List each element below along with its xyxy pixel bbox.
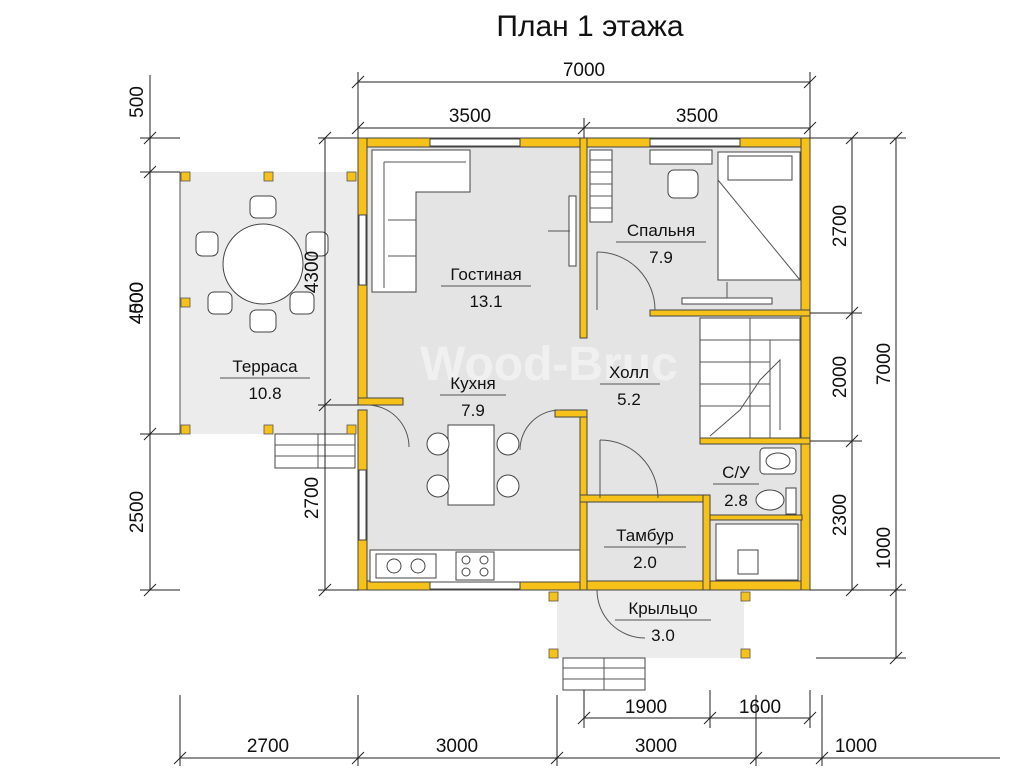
- watermark: Wood-Bruc: [420, 338, 678, 391]
- room-name: Тамбур: [616, 526, 674, 545]
- dim-left-2500: 2500: [127, 491, 148, 533]
- dimension-lines: [140, 72, 1000, 766]
- dim-bottom-1000: 1000: [835, 736, 877, 757]
- room-name: Кухня: [450, 374, 496, 393]
- dim-right-2700: 2700: [830, 205, 851, 247]
- bed: [717, 151, 801, 281]
- room-area: 10.8: [248, 384, 281, 403]
- porch-steps: [562, 657, 646, 691]
- dim-inner-2700: 2700: [302, 477, 323, 519]
- dim-bottom-2700: 2700: [247, 736, 289, 757]
- kitchen-counter: [369, 549, 581, 583]
- room-name: Спальня: [627, 221, 695, 240]
- room-area: 3.0: [651, 626, 675, 645]
- room-name: С/У: [722, 463, 750, 482]
- dim-bottom-3000-b: 3000: [635, 736, 677, 757]
- dim-inner-4300: 4300: [302, 251, 323, 293]
- dim-top-right: 3500: [676, 106, 718, 127]
- room-area: 5.2: [617, 390, 641, 409]
- dim-left-4000: 4000: [127, 282, 148, 324]
- dimension-labels: 7000 3500 3500 500 4000 4500 2500 4300 2…: [127, 60, 895, 757]
- corner-sofa: [371, 149, 471, 293]
- tv-stand: [548, 195, 577, 267]
- bathroom-fixtures: [715, 447, 799, 581]
- dim-right-7000: 7000: [874, 343, 895, 385]
- dim-bottom-1900: 1900: [625, 697, 667, 718]
- staircase: [699, 317, 801, 439]
- room-name: Крыльцо: [628, 599, 697, 618]
- porch-floor: [557, 590, 744, 658]
- dim-right-2300: 2300: [830, 494, 851, 536]
- room-area: 2.0: [633, 553, 657, 572]
- room-name: Терраса: [232, 357, 298, 376]
- room-area: 13.1: [469, 292, 502, 311]
- room-labels: Гостиная 13.1 Спальня 7.9 Холл 5.2 Кухня…: [220, 221, 759, 645]
- desk-chair: [649, 149, 713, 199]
- dim-top-total: 7000: [563, 60, 605, 81]
- terrace-posts: [180, 171, 357, 435]
- room-area: 2.8: [724, 491, 748, 510]
- room-area: 7.9: [649, 248, 673, 267]
- dim-bottom-1600: 1600: [739, 697, 781, 718]
- wardrobe: [589, 149, 613, 223]
- dim-bottom-3000-a: 3000: [436, 736, 478, 757]
- bedroom-tv: [681, 282, 773, 305]
- dim-right-1000: 1000: [874, 527, 895, 569]
- dim-right-2000: 2000: [830, 356, 851, 398]
- room-area: 7.9: [461, 401, 485, 420]
- door-arcs: [366, 251, 659, 639]
- inner-walls: [357, 137, 811, 591]
- kitchen-table: [426, 424, 520, 506]
- dim-top-left: 3500: [449, 106, 491, 127]
- room-name: Гостиная: [450, 265, 521, 284]
- plan-title: План 1 этажа: [496, 10, 683, 43]
- room-name: Холл: [609, 363, 649, 382]
- round-dining-table: [195, 195, 329, 333]
- dim-left-500: 500: [127, 86, 148, 118]
- terrace-steps: [274, 433, 356, 469]
- dim-left-4500: 4500: [127, 282, 148, 324]
- porch-posts: [548, 591, 751, 659]
